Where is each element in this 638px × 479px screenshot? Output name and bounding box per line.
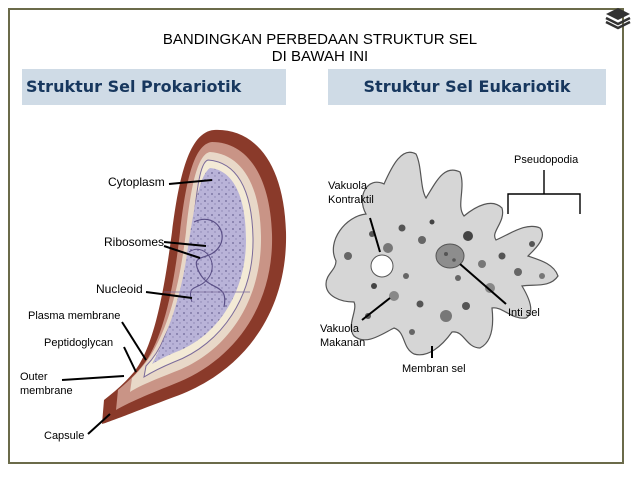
- contractile-vacuole: [371, 255, 393, 277]
- header-prokaryotic: Struktur Sel Prokariotik: [22, 69, 286, 105]
- label-vakuola-makanan-line1: Vakuola: [320, 323, 360, 335]
- header-eukaryotic: Struktur Sel Eukariotik: [328, 69, 606, 105]
- label-peptidoglycan: Peptidoglycan: [44, 337, 113, 349]
- label-nucleoid: Nucleoid: [96, 282, 143, 296]
- label-cytoplasm: Cytoplasm: [108, 175, 165, 189]
- prokaryotic-cell-diagram: Cytoplasm Ribosomes Nucleoid Plasma memb…: [14, 122, 304, 452]
- peptidoglycan-pointer: [124, 347, 136, 372]
- label-capsule: Capsule: [44, 430, 84, 442]
- label-pseudopodia: Pseudopodia: [514, 154, 579, 166]
- label-vakuola-kontraktil-line2: Kontraktil: [328, 194, 374, 206]
- plasma-membrane-pointer: [122, 322, 146, 360]
- label-vakuola-makanan-line2: Makanan: [320, 337, 365, 349]
- label-outer-membrane-line2: membrane: [20, 385, 73, 397]
- eukaryotic-cell-diagram: Vakuola Kontraktil Pseudopodia Inti sel …: [296, 136, 596, 382]
- label-plasma-membrane: Plasma membrane: [28, 310, 120, 322]
- slide-title-line1: BANDINGKAN PERBEDAAN STRUKTUR SEL: [110, 31, 530, 48]
- label-vakuola-kontraktil-line1: Vakuola: [328, 180, 368, 192]
- slide-title: BANDINGKAN PERBEDAAN STRUKTUR SEL DI BAW…: [110, 31, 530, 65]
- book-logo-icon: [604, 6, 632, 30]
- label-membran-sel: Membran sel: [402, 363, 466, 375]
- label-outer-membrane-line1: Outer: [20, 371, 48, 383]
- label-ribosomes: Ribosomes: [104, 235, 164, 249]
- capsule-pointer: [88, 414, 110, 434]
- slide-title-line2: DI BAWAH INI: [110, 48, 530, 65]
- outer-membrane-pointer: [62, 376, 124, 380]
- label-inti-sel: Inti sel: [508, 307, 540, 319]
